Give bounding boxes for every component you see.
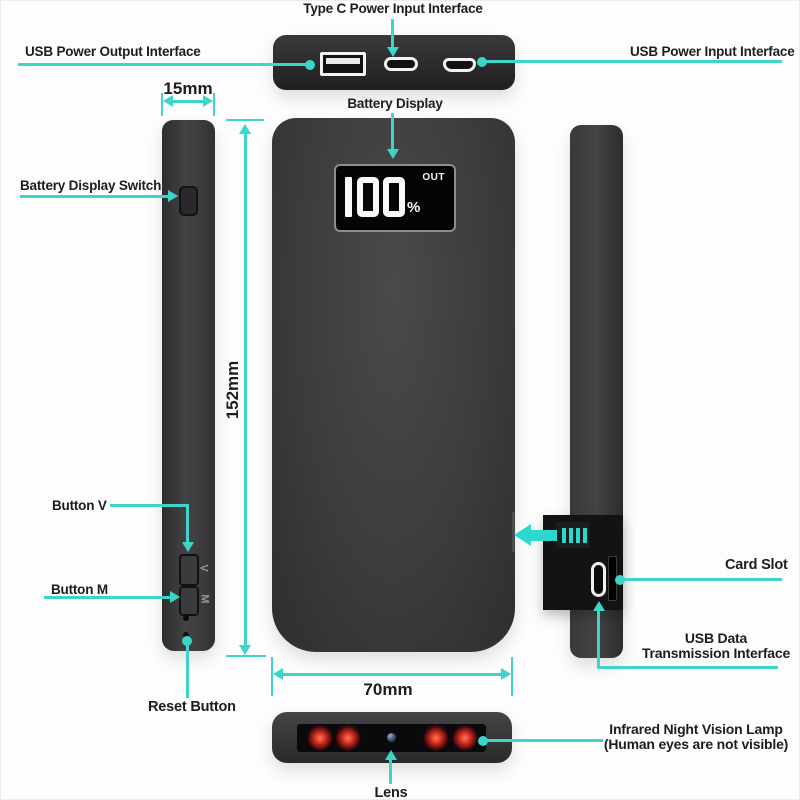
usb-c-port-icon <box>384 57 418 71</box>
card-door-seam <box>512 512 515 552</box>
display-mode-out: OUT <box>422 172 445 183</box>
dim152-tick-top <box>226 119 264 121</box>
dimension-thickness: 15mm <box>163 79 213 98</box>
label-reset-button: Reset Button <box>148 699 236 715</box>
dim15-tick-right <box>213 93 215 116</box>
dim70-arrow-right <box>501 668 511 680</box>
dim15-line <box>171 100 205 103</box>
callout-line-usb-input <box>484 60 782 63</box>
dim152-arrow-down <box>239 645 251 655</box>
label-usb-power-output: USB Power Output Interface <box>25 44 201 59</box>
sd-card-icon <box>556 522 590 548</box>
front-view-device: % OUT <box>272 118 515 652</box>
dimension-width: 70mm <box>363 680 413 699</box>
callout-line-infrared <box>487 739 603 742</box>
battery-display-screen: % OUT <box>334 164 456 232</box>
sd-card-contact-2 <box>569 528 573 543</box>
insert-arrow-shaft <box>531 530 557 541</box>
callout-dot-usb-output <box>305 60 315 70</box>
callout-line-usb-data-h <box>597 666 778 669</box>
button-m-letter: M <box>198 594 211 604</box>
infrared-led-1 <box>307 725 333 751</box>
callout-dot-usb-input <box>477 57 487 67</box>
label-usb-data-line2: Transmission Interface <box>641 645 791 662</box>
insert-arrow-icon <box>514 524 531 546</box>
arrowhead-lens <box>385 750 397 760</box>
arrowhead-type-c <box>387 47 399 57</box>
callout-dot-infrared <box>478 736 488 746</box>
infrared-led-3 <box>423 725 449 751</box>
usb-a-port-icon <box>320 52 366 76</box>
dim70-tick-right <box>511 657 513 696</box>
callout-dot-card-slot <box>615 575 625 585</box>
label-type-c-power-input: Type C Power Input Interface <box>303 1 483 16</box>
display-digit-0a <box>357 177 379 217</box>
dim15-arrow-left <box>163 95 173 107</box>
label-infrared-line2: (Human eyes are not visible) <box>603 736 789 753</box>
display-digit-1 <box>345 177 352 217</box>
dim70-tick-left <box>271 657 273 696</box>
battery-display-switch-button <box>179 186 198 216</box>
infrared-led-4 <box>452 725 478 751</box>
arrowhead-battery-display <box>387 149 399 159</box>
label-infrared-line1: Infrared Night Vision Lamp <box>609 721 783 737</box>
button-v-letter: V <box>197 564 210 572</box>
arrowhead-bds <box>168 190 178 202</box>
display-percent-sign: % <box>407 199 421 216</box>
arrowhead-button-m <box>170 591 180 603</box>
button-m <box>179 586 199 616</box>
label-infrared: Infrared Night Vision Lamp (Human eyes a… <box>603 721 789 753</box>
callout-line-usb-output <box>18 63 309 66</box>
dim152-tick-bottom <box>226 655 266 657</box>
arrowhead-button-v <box>182 542 194 552</box>
callout-line-usb-data-v <box>597 609 600 669</box>
label-usb-power-input: USB Power Input Interface <box>630 44 795 59</box>
micro-usb-port-icon <box>443 58 476 72</box>
microphone-hole <box>183 615 189 621</box>
ir-lamp-strip <box>297 724 486 752</box>
dim152-line <box>244 132 247 647</box>
sd-card-contact-4 <box>583 528 587 543</box>
usb-a-port-pin <box>326 58 360 64</box>
dimension-height: 152mm <box>223 360 242 420</box>
dim70-arrow-left <box>273 668 283 680</box>
callout-line-button-m <box>44 596 172 599</box>
reset-hole <box>183 632 189 638</box>
left-side-view-device: V M <box>162 120 215 651</box>
button-v <box>179 554 199 586</box>
callout-line-button-v-v <box>186 504 189 544</box>
micro-usb-data-port <box>591 562 606 597</box>
dim152-arrow-up <box>239 124 251 134</box>
label-battery-display-switch: Battery Display Switch <box>20 178 162 193</box>
display-digit-0b <box>383 177 405 217</box>
label-usb-data: USB Data Transmission Interface <box>641 630 791 662</box>
label-button-m: Button M <box>51 582 108 597</box>
callout-line-lens <box>389 758 392 784</box>
label-lens: Lens <box>374 785 408 800</box>
callout-line-bds <box>20 195 170 198</box>
arrowhead-usb-data <box>593 601 605 611</box>
dim15-arrow-right <box>203 95 213 107</box>
infrared-led-2 <box>335 725 361 751</box>
sd-card-contact-1 <box>562 528 566 543</box>
sd-card-contact-3 <box>576 528 580 543</box>
callout-line-button-v-h <box>110 504 189 507</box>
card-slot-inset <box>514 515 623 610</box>
camera-lens <box>387 733 396 742</box>
dim70-line <box>282 673 503 676</box>
callout-line-type-c <box>391 19 394 49</box>
callout-line-reset <box>186 645 189 698</box>
label-button-v: Button V <box>52 498 107 513</box>
label-card-slot: Card Slot <box>725 557 788 573</box>
dim15-tick-left <box>161 93 163 116</box>
label-battery-display: Battery Display <box>347 96 443 111</box>
callout-dot-reset <box>182 636 192 646</box>
callout-line-battery-display <box>391 113 394 151</box>
callout-line-card-slot <box>623 578 782 581</box>
label-usb-data-line1: USB Data <box>684 630 748 646</box>
